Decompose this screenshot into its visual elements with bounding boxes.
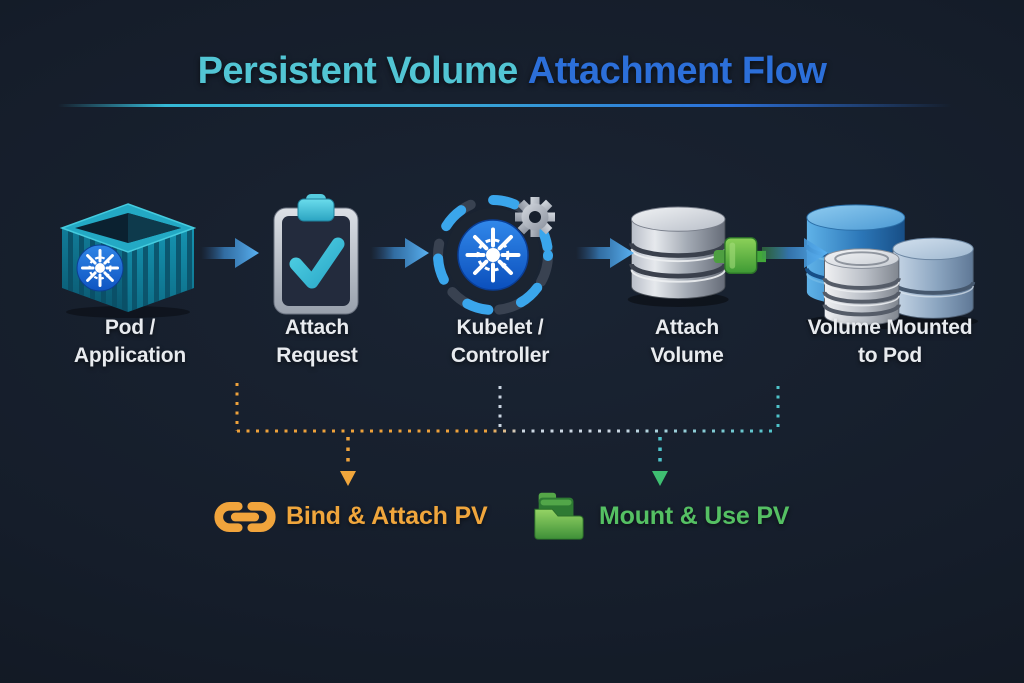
database-plug-icon (624, 200, 766, 318)
label-line-2: Volume (650, 344, 724, 367)
flow-step-label-kubelet-controller: Kubelet / Controller (390, 314, 610, 370)
checkmark-glyph (289, 237, 345, 289)
callout-label-mount-use-pv: Mount & Use PV (599, 502, 790, 530)
label-line-2: Controller (450, 344, 550, 367)
label-line-1: Attach (284, 316, 350, 339)
chain-link-icon (211, 497, 279, 542)
title-secondary-text: Attachment Flow (527, 50, 827, 92)
drop-arrowhead-orange (340, 471, 356, 486)
title-primary-text: Persistent Volume (197, 50, 519, 92)
label-line-1: Attach (654, 316, 720, 339)
title-divider (58, 104, 952, 107)
gear-glyph (515, 197, 555, 237)
kubernetes-wheel-glyph (81, 249, 119, 287)
flow-step-label-volume-mounted: Volume Mounted to Pod (780, 314, 1000, 370)
label-line-2: to Pod (857, 344, 923, 367)
database-stack-icon (799, 198, 985, 338)
label-line-1: Kubelet / (456, 316, 544, 339)
flow-arrow-2 (371, 238, 429, 268)
callout-label-bind-attach-pv: Bind & Attach PV (286, 502, 488, 530)
kubernetes-wheel-glyph (465, 227, 521, 283)
flow-arrow-4 (762, 238, 828, 268)
flow-step-label-pod-application: Pod / Application (20, 314, 240, 370)
plug-cable (754, 250, 766, 263)
drop-arrowhead-green (652, 471, 668, 486)
label-line-1: Pod / (104, 316, 156, 339)
plug-stub (713, 249, 727, 264)
label-line-2: Application (73, 344, 187, 367)
flow-arrow-3 (576, 238, 634, 268)
flow-step-label-attach-volume: Attach Volume (577, 314, 797, 370)
folder-icon (529, 489, 587, 548)
kubernetes-controller-gear-icon (423, 179, 575, 336)
clipboard-check-icon (268, 192, 364, 325)
label-line-2: Request (276, 344, 358, 367)
flow-step-label-attach-request: Attach Request (207, 314, 427, 370)
label-line-1: Volume Mounted (807, 316, 973, 339)
flow-arrow-1 (201, 238, 259, 268)
container-kubernetes-icon (59, 202, 197, 323)
